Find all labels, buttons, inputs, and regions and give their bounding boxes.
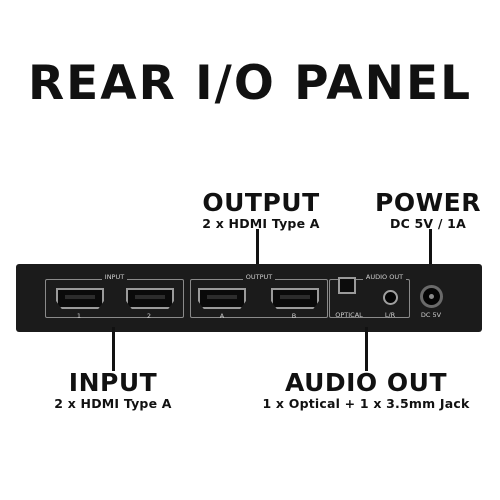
- output-leader-line: [256, 229, 259, 275]
- audio-out-callout-heading: AUDIO OUT: [285, 368, 447, 397]
- input-port-group: INPUT: [45, 273, 184, 318]
- output-port-group: OUTPUT: [190, 273, 328, 318]
- input-group-label: INPUT: [101, 273, 128, 281]
- dc-power-port: [420, 285, 443, 308]
- rear-panel-device: INPUT 1 2 OUTPUT A B AUDIO OUT OPTICAL L…: [16, 264, 482, 332]
- headphone-jack-port: [383, 290, 398, 305]
- hdmi-input-port-2: [126, 288, 174, 309]
- output-callout-subtext: 2 x HDMI Type A: [202, 216, 320, 231]
- input-callout: INPUT 2 x HDMI Type A: [38, 370, 188, 411]
- optical-port-label: OPTICAL: [335, 311, 363, 319]
- output-port-a-label: A: [219, 312, 225, 320]
- power-callout: POWER DC 5V / 1A: [368, 190, 488, 231]
- output-group-label: OUTPUT: [242, 273, 276, 281]
- input-callout-heading: INPUT: [68, 368, 158, 397]
- power-leader-line: [429, 229, 432, 265]
- hdmi-output-port-b: [271, 288, 319, 309]
- input-port-1-label: 1: [76, 312, 82, 320]
- page-title: REAR I/O PANEL: [27, 56, 473, 111]
- dc-power-label: DC 5V: [420, 311, 442, 319]
- power-callout-heading: POWER: [375, 188, 481, 217]
- audio-out-port-group: AUDIO OUT: [329, 273, 410, 318]
- output-port-b-label: B: [291, 312, 297, 320]
- hdmi-output-port-a: [198, 288, 246, 309]
- audio-out-callout-subtext: 1 x Optical + 1 x 3.5mm Jack: [262, 396, 470, 411]
- audio-out-group-label: AUDIO OUT: [362, 273, 407, 281]
- input-callout-subtext: 2 x HDMI Type A: [54, 396, 172, 411]
- hdmi-input-port-1: [56, 288, 104, 309]
- input-port-2-label: 2: [146, 312, 152, 320]
- output-callout: OUTPUT 2 x HDMI Type A: [186, 190, 336, 231]
- input-leader-line: [112, 327, 115, 371]
- audio-leader-line: [365, 327, 368, 371]
- power-callout-subtext: DC 5V / 1A: [390, 216, 466, 231]
- output-callout-heading: OUTPUT: [202, 188, 320, 217]
- audio-out-callout: AUDIO OUT 1 x Optical + 1 x 3.5mm Jack: [246, 370, 486, 411]
- optical-audio-port: [338, 277, 356, 294]
- jack-port-label: L/R: [384, 311, 396, 319]
